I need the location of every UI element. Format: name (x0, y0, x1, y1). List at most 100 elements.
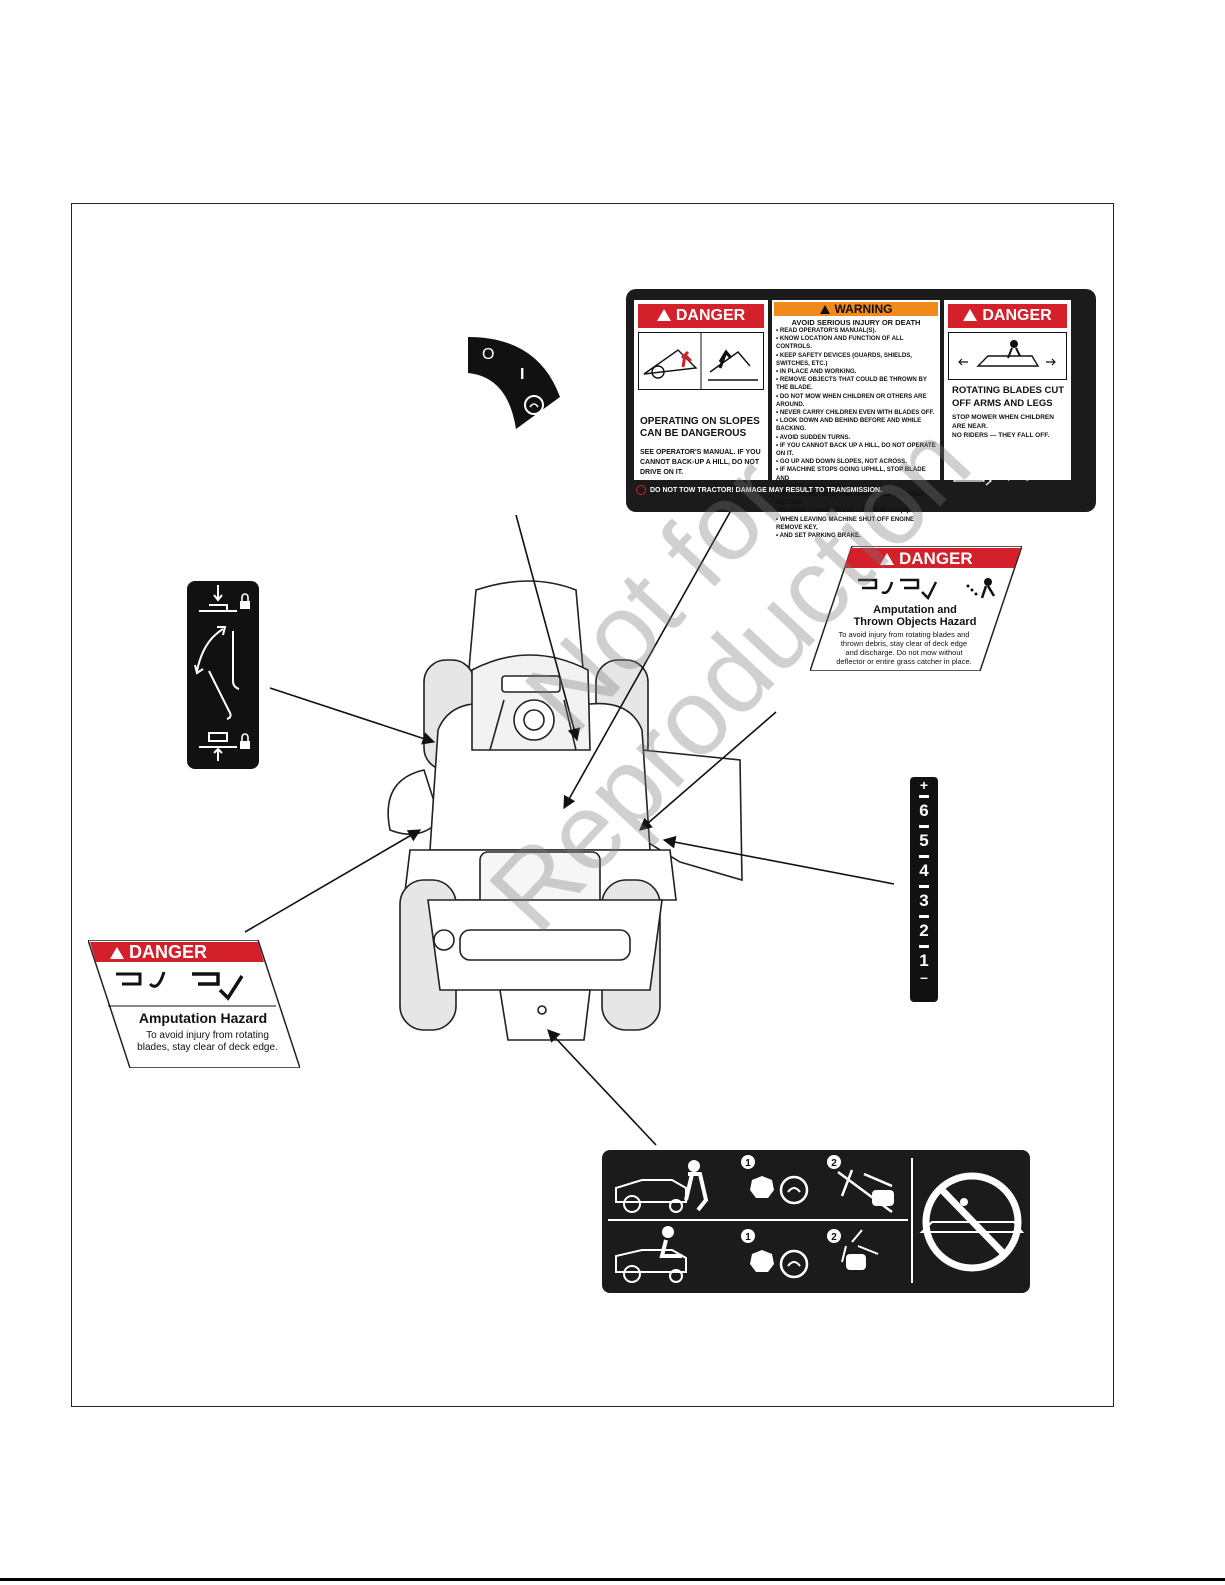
step-2-top: 2 (831, 1158, 837, 1169)
warning-triangle-icon (963, 309, 978, 321)
thrown-body-line2: thrown debris, stay clear of deck edge (840, 639, 968, 648)
step-1-bottom: 1 (745, 1232, 751, 1243)
rmo-label: RMO™ System: (946, 447, 999, 454)
stop-icon (750, 1176, 774, 1198)
scale-tick (919, 945, 929, 948)
slope-body-line1: SEE OPERATOR'S MANUAL. IF YOU (640, 449, 761, 456)
lawn-tractor-illustration (387, 580, 743, 1041)
warning-header: WARNING (774, 302, 938, 316)
warning-item: KNOW LOCATION AND FUNCTION OF ALL CONTRO… (776, 335, 940, 351)
deck-lift-lever-decal (187, 581, 259, 769)
warning-section: WARNING AVOID SERIOUS INJURY OR DEATH RE… (772, 300, 940, 539)
slope-danger-body: SEE OPERATOR'S MANUAL. IF YOU CANNOT BAC… (640, 448, 761, 478)
scale-level: 2 (919, 921, 929, 940)
scale-level: 6 (919, 801, 929, 820)
warning-item: KEEP SAFETY DEVICES (GUARDS, SHIELDS, SW… (776, 352, 940, 368)
slope-tipover-pictogram (638, 332, 764, 390)
page-bottom-rule (0, 1578, 1225, 1581)
leader-amputation (244, 829, 422, 933)
slope-body-line3: DRIVE ON IT. (640, 469, 684, 476)
rmo-line5: system and for important (997, 470, 1053, 475)
ignition-start-icon (524, 395, 544, 415)
rmo-line4: explanation of the RMO (997, 464, 1049, 469)
leader-height-scale (662, 835, 895, 885)
warning-item: GO UP AND DOWN SLOPES, NOT ACROSS. (776, 458, 940, 466)
ignition-on-label: I (520, 366, 524, 383)
rmo-text: This product is equipped with the RMO sy… (997, 446, 1062, 482)
scale-level: 5 (919, 831, 929, 850)
scale-level: 4 (919, 861, 929, 880)
rmo-line6: safety messages. (997, 476, 1036, 481)
no-riders-icon (922, 1172, 1022, 1272)
blade-danger-title: ROTATING BLADES CUT OFF ARMS AND LEGS (952, 384, 1064, 410)
warning-item: READ OPERATOR'S MANUAL(S). (776, 327, 940, 335)
scale-tick (919, 855, 929, 858)
leader-ignition (515, 514, 581, 742)
stop-icon-2 (750, 1250, 774, 1272)
thrown-title-line1: Amputation and (873, 604, 957, 616)
step-2-bottom: 2 (831, 1232, 837, 1243)
warning-list: READ OPERATOR'S MANUAL(S).KNOW LOCATION … (772, 327, 940, 540)
warning-item: IF YOU CANNOT BACK UP A HILL, DO NOT OPE… (776, 442, 940, 458)
tow-warning-footer: DO NOT TOW TRACTOR! DAMAGE MAY RESULT TO… (636, 485, 882, 495)
leader-bottom-decal (547, 1029, 657, 1146)
amputation-body: To avoid injury from rotating blades, st… (130, 1030, 285, 1054)
warning-triangle-icon (819, 305, 830, 314)
warning-item: NEVER CARRY CHILDREN EVEN WITH BLADES OF… (776, 409, 940, 417)
slope-danger-header-text: DANGER (675, 307, 746, 324)
engine-key-icon-2 (779, 1249, 809, 1279)
lift-arrow-icon (196, 628, 224, 672)
safety-decal-panel: DANGER OPERATING ON SLOPES CAN BE DANGER… (626, 289, 1096, 539)
amputation-header-text: DANGER (129, 942, 208, 962)
thrown-body-line1: To avoid injury from rotating blades and (838, 630, 970, 639)
warning-item: AVOID SUDDEN TURNS. (776, 434, 940, 442)
thrown-body-line3: and discharge. Do not mow without (845, 648, 963, 657)
rmo-line2: the RMO system. Refer to the (997, 452, 1062, 457)
tractor-seated-icon (615, 1249, 687, 1273)
warning-item: REMOVE OBJECTS THAT COULD BE THROWN BY T… (776, 376, 940, 392)
scale-plus: + (919, 777, 929, 793)
ignition-switch-decal: O I (468, 337, 560, 429)
warning-item: DO NOT MOW WHEN CHILDREN OR OTHERS ARE A… (776, 393, 940, 409)
step-1-top: 1 (745, 1158, 751, 1169)
pull-handle-icon (841, 1229, 879, 1263)
scale-tick (919, 825, 929, 828)
thrown-objects-header: DANGER (880, 549, 973, 569)
thrown-objects-header-text: DANGER (899, 549, 973, 568)
raise-lock-icon (199, 732, 237, 761)
slope-body-line2: CANNOT BACK-UP A HILL, DO NOT (640, 459, 760, 466)
amputation-title: Amputation Hazard (138, 1010, 268, 1026)
thrown-objects-title: Amputation and Thrown Objects Hazard (840, 604, 990, 628)
warning-item: LOOK DOWN AND BEHIND BEFORE AND WHILE BA… (776, 417, 940, 433)
warning-item: BE SURE BLADE(S) AND ENGINE ARE STOPPED … (776, 491, 940, 507)
tractor-icon (615, 1179, 687, 1203)
thrown-objects-body: To avoid injury from rotating blades and… (824, 630, 984, 666)
lower-lock-icon (199, 585, 237, 612)
blade-body-line1: STOP MOWER WHEN CHILDREN (952, 414, 1054, 421)
scale-tick (919, 885, 929, 888)
warning-header-text: WARNING (834, 302, 893, 316)
slope-danger-title: OPERATING ON SLOPES CAN BE DANGEROUS (640, 416, 760, 440)
warning-item: WHEN LEAVING MACHINE SHUT OFF ENGINE REM… (776, 516, 940, 532)
warning-item: BACK DOWN SLOWLY. (776, 483, 940, 491)
slope-title-line2: CAN BE DANGEROUS (640, 428, 747, 439)
blade-danger-section: DANGER ROTATING BLADES CUT OFF ARMS AND … (944, 300, 1071, 480)
operator-standing-icon (684, 1172, 709, 1212)
ignition-off-label: O (482, 346, 494, 363)
tow-warning-text: DO NOT TOW TRACTOR! DAMAGE MAY RESULT TO… (650, 486, 883, 494)
warning-subheader: AVOID SERIOUS INJURY OR DEATH (791, 318, 921, 327)
scale-minus: – (920, 969, 928, 985)
leader-top-panel (563, 504, 735, 810)
warning-triangle-icon (880, 553, 894, 565)
blade-title-line1: ROTATING BLADES CUT (952, 385, 1065, 396)
warning-item: AND SET PARKING BRAKE. (776, 532, 940, 540)
amputation-header: DANGER (110, 942, 207, 963)
thrown-body-line4: deflector or entire grass catcher in pla… (836, 657, 972, 666)
rmo-line1: This product is equipped with (997, 446, 1063, 451)
scale-tick (919, 795, 929, 798)
blade-danger-body: STOP MOWER WHEN CHILDREN ARE NEAR. NO RI… (952, 413, 1054, 440)
thrown-objects-danger-label: DANGER Amputation and Thrown Objects Haz… (810, 546, 1022, 671)
slope-danger-section: DANGER OPERATING ON SLOPES CAN BE DANGER… (634, 300, 768, 480)
warning-triangle-icon (110, 947, 124, 959)
